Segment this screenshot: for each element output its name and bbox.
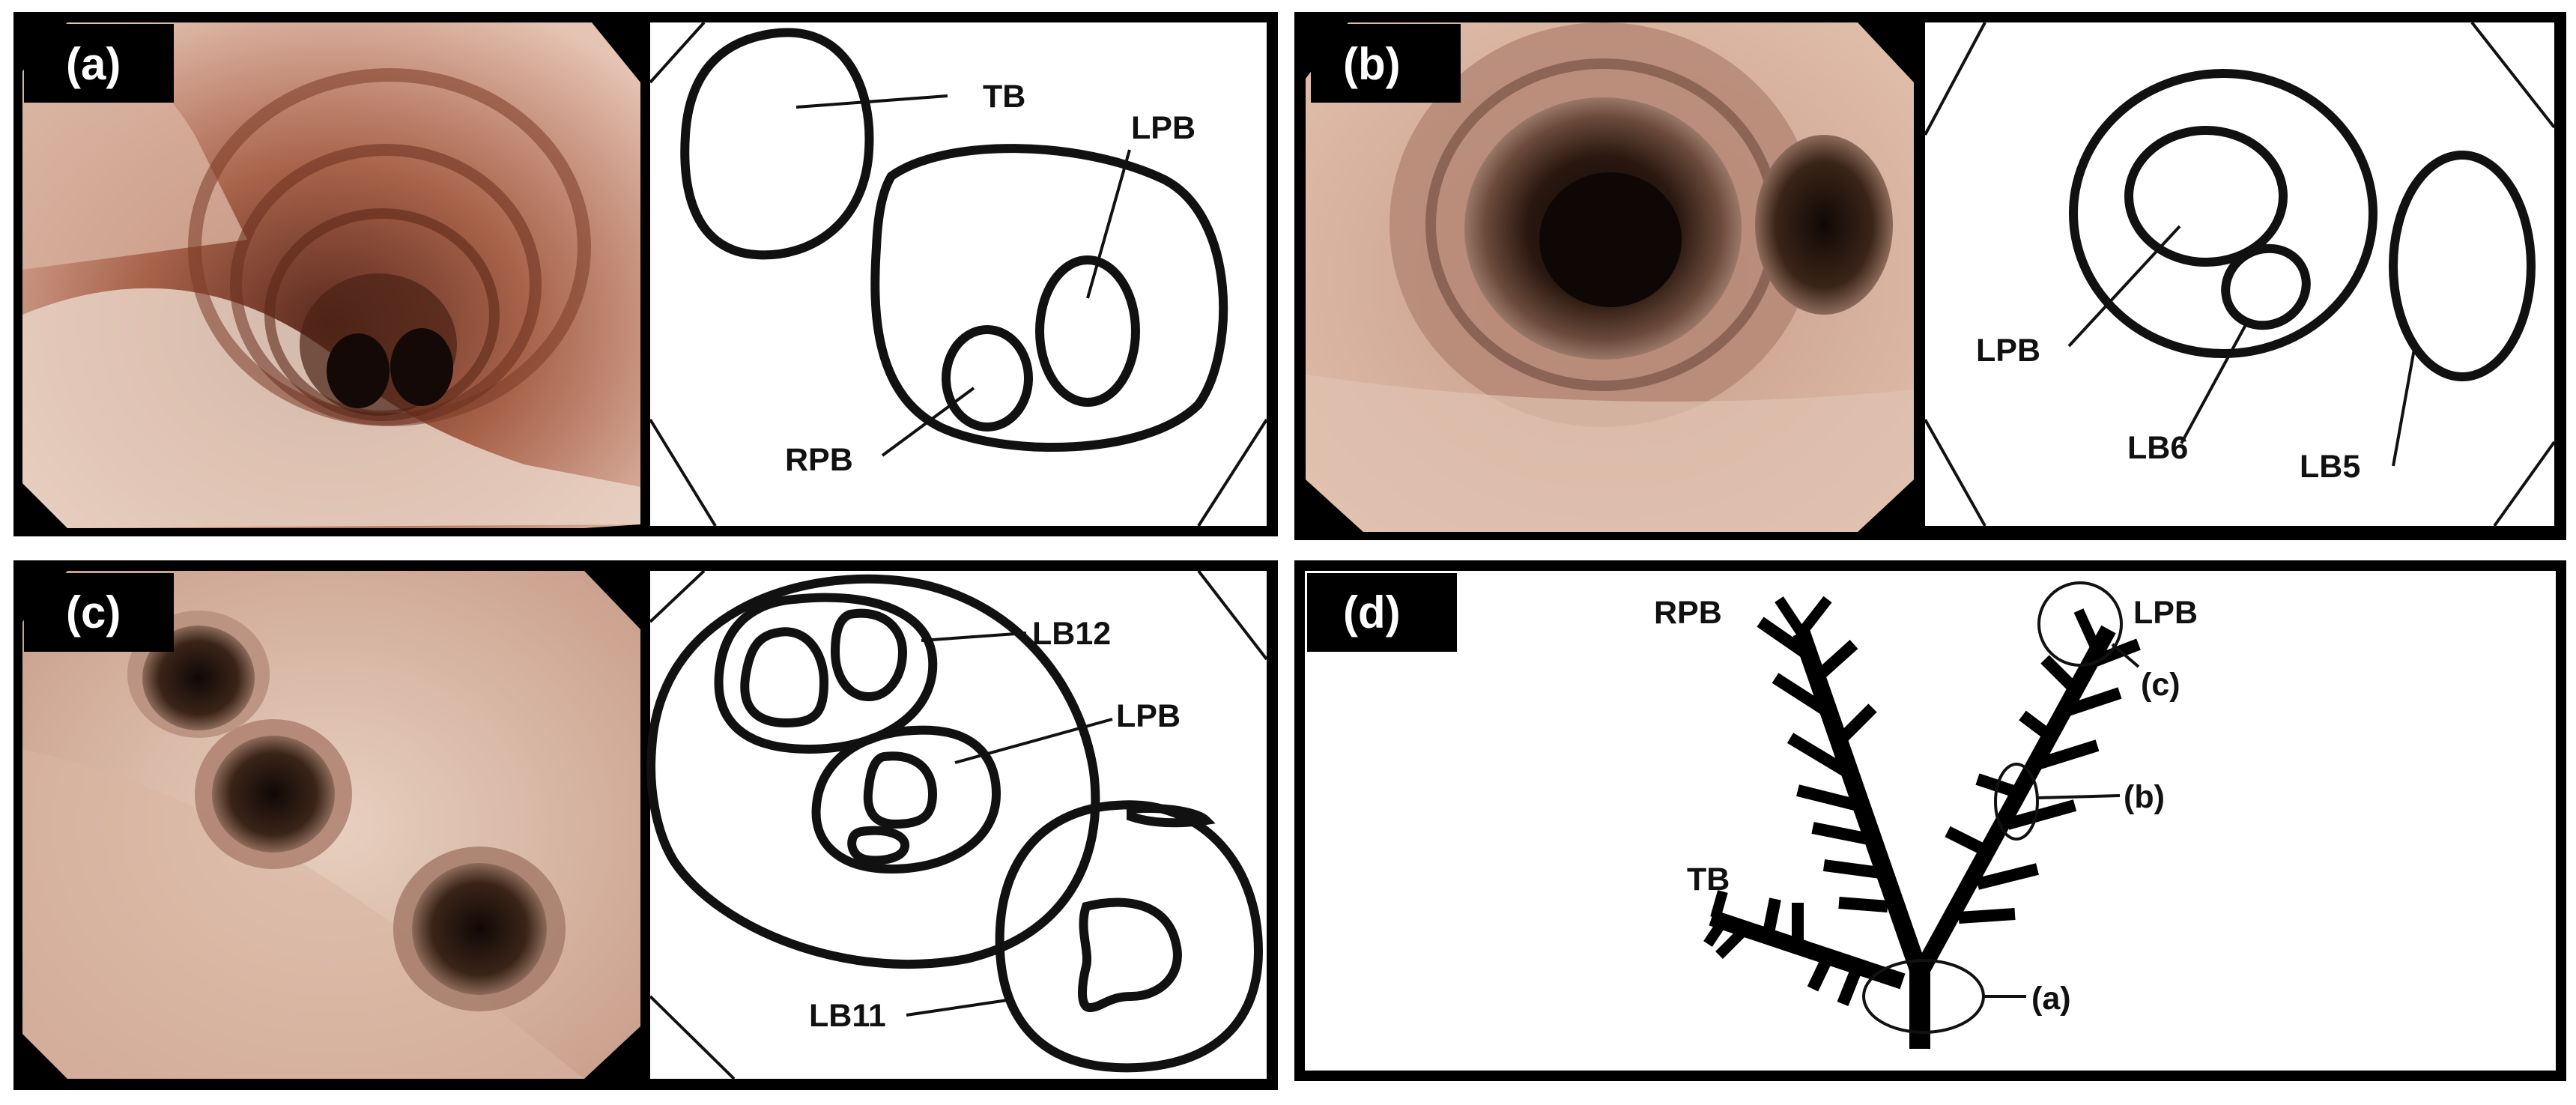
label-lpb: LPB [1131,110,1195,146]
label-ref-b: (b) [2124,779,2165,815]
scope-corner-line [1924,22,1986,136]
scope-corner-line [2493,441,2556,527]
panel-a-tag-bg [24,24,174,103]
lpb-outer-outline [2069,69,2378,358]
lb12-lumen-left [740,627,829,728]
tb-outline [680,28,874,260]
panel-c-tag: (c) [66,587,121,638]
panel-c-schematic: LB12 LPB LB11 [646,569,1268,1080]
label-lpb: LPB [2133,595,2198,631]
ref-b-leader [2037,794,2121,799]
lb5-lumen [2389,151,2536,381]
panel-b-schematic: LPB LB6 LB5 [1924,21,2556,527]
lpb-leader [1086,149,1131,299]
tb-leader [795,94,948,109]
label-tb: TB [983,79,1025,115]
panel-d-tag-bg [1307,573,1457,652]
panel-a: TB LPB RPB (a) [13,12,1278,536]
label-ref-c: (c) [2141,667,2180,703]
lb12-lumen-right [830,608,908,702]
panel-b-tag: (b) [1343,39,1401,89]
lb6-leader [2180,321,2249,444]
scope-corner-line [1924,419,1986,527]
lb11-lumen-upper [1127,804,1216,828]
label-lb6: LB6 [2127,430,2188,466]
lpb-lumen [2124,126,2288,267]
scope-corner-line [649,995,736,1080]
scope-corner-line [649,21,706,84]
lb11-lumen-lower [1078,897,1182,1013]
scope-corner-line [649,569,706,623]
scope-corner-line [1197,418,1268,527]
label-lb5: LB5 [2300,449,2360,485]
lb11-outline [995,800,1264,1073]
region-c-marker [2037,581,2123,667]
label-ref-a: (a) [2031,981,2071,1017]
panel-c-tag-bg [24,573,174,652]
label-lpb: LPB [1116,698,1181,734]
scope-corner-line [1197,569,1268,661]
scope-corner-line [649,418,717,527]
bronchial-tree [1703,596,2141,1049]
lpb-outline [811,725,1001,874]
lb6-lumen [2221,243,2311,330]
label-tb: TB [1687,862,1730,897]
lb11-leader [906,999,1008,1017]
rpb-lumen [942,325,1033,432]
lb12-leader [921,632,1027,642]
label-lpb: LPB [1976,333,2040,369]
ref-c-leader [2111,643,2140,668]
panel-d: RPB LPB TB (c) (b) (a) (d) [1294,560,2566,1081]
panel-b-endoscopy-image [1306,22,1914,532]
panel-d-tag: (d) [1343,587,1401,638]
panel-a-tag: (a) [66,39,121,89]
label-lb11: LB11 [809,998,886,1034]
panel-b-tag-bg [1311,24,1461,103]
scope-corner-line [2470,21,2556,129]
lpb-lumen [1035,255,1140,407]
panel-a-schematic: TB LPB RPB [649,21,1268,527]
label-lb12: LB12 [1032,616,1111,652]
rpb-leader [881,387,975,457]
panel-c: LB12 LPB LB11 (c) [13,560,1278,1090]
label-rpb: RPB [1654,595,1722,631]
panel-a-endoscopy-image [22,22,640,528]
lpb-lumen-large [863,751,938,829]
carina-outline [870,144,1228,452]
lb5-leader [2392,340,2417,467]
region-b-marker [1994,763,2039,841]
lpb-leader [954,718,1113,764]
label-rpb: RPB [785,442,853,478]
lb12-outline [714,593,938,754]
panel-b: LPB LB6 LB5 (b) [1294,12,2566,540]
lpb-lumen-small [847,826,909,865]
panel-c-endoscopy-image [22,571,640,1079]
carina-outline [646,574,1100,969]
lpb-leader [2067,225,2181,348]
